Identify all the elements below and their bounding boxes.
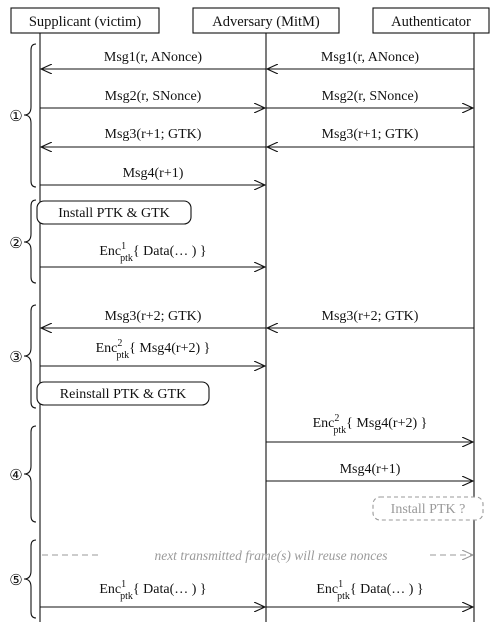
msg3-label-left: Msg3(r+1; GTK): [105, 127, 202, 142]
phase-brace-5: [23, 539, 37, 619]
phase-brace-4: [23, 425, 37, 523]
msg3b-label-left: Msg3(r+2; GTK): [105, 309, 202, 324]
install-ptk-gtk-box: Install PTK & GTK: [36, 200, 192, 225]
reinstall-ptk-gtk-label: Reinstall PTK & GTK: [60, 387, 186, 402]
phase-brace-3: [23, 304, 37, 409]
phase-label-1: ①: [9, 107, 22, 125]
participant-authenticator-label: Authenticator: [391, 14, 471, 30]
phase-label-4: ④: [9, 466, 22, 484]
phase-label-3: ③: [9, 348, 22, 366]
participant-adversary: Adversary (MitM): [192, 7, 340, 34]
install-ptk-question-label: Install PTK ?: [391, 502, 466, 517]
msg2-label-left: Msg2(r, SNonce): [105, 89, 202, 104]
msg3-label-right: Msg3(r+1; GTK): [322, 127, 419, 142]
phase-brace-1: [23, 43, 37, 188]
msg3b-label-right: Msg3(r+2; GTK): [322, 309, 419, 324]
msg1-label-right: Msg1(r, ANonce): [321, 50, 420, 65]
participant-supplicant-label: Supplicant (victim): [29, 14, 142, 30]
msg4-label-left: Msg4(r+1): [123, 166, 184, 181]
msg4-label-phase4: Msg4(r+1): [340, 462, 401, 477]
participant-adversary-label: Adversary (MitM): [212, 14, 320, 30]
reinstall-ptk-gtk-box: Reinstall PTK & GTK: [36, 381, 210, 406]
msg2-label-right: Msg2(r, SNonce): [322, 89, 419, 104]
install-ptk-gtk-label: Install PTK & GTK: [58, 206, 170, 221]
phase-brace-2: [23, 199, 37, 284]
participant-supplicant: Supplicant (victim): [10, 7, 160, 34]
phase-label-5: ⑤: [9, 571, 22, 589]
msg1-label-left: Msg1(r, ANonce): [104, 50, 203, 65]
install-ptk-question-box: Install PTK ?: [372, 496, 484, 521]
nonce-reuse-note: next transmitted frame(s) will reuse non…: [154, 548, 387, 563]
phase-label-2: ②: [9, 234, 22, 252]
participant-authenticator: Authenticator: [372, 7, 490, 34]
